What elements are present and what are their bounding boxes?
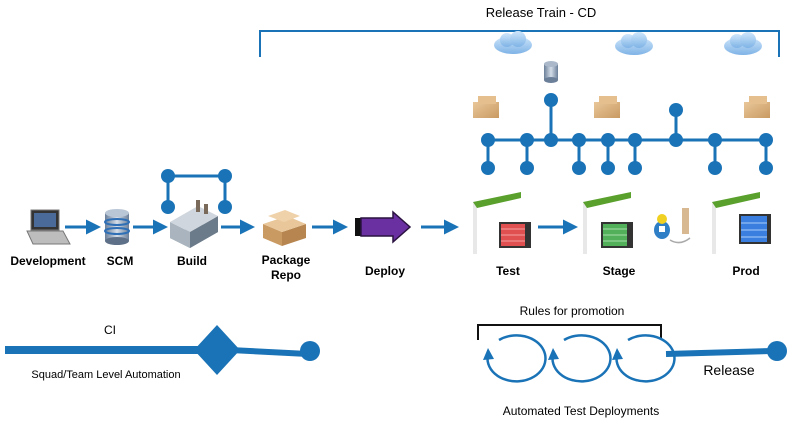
ci-label: CI: [104, 323, 116, 337]
package-repo-icon: [263, 210, 306, 246]
release-label: Release: [703, 362, 755, 378]
label-stage: Stage: [602, 264, 636, 278]
cloud-icon: [615, 32, 653, 55]
cloud-icon: [724, 32, 762, 55]
cycle-icon: [483, 334, 547, 383]
database-icon: [104, 209, 130, 245]
environment-prod-icon: [712, 192, 771, 254]
rules-label: Rules for promotion: [519, 304, 625, 318]
label-build: Build: [177, 254, 207, 268]
label-development: Development: [10, 254, 86, 268]
environment-test-icon: [473, 192, 531, 254]
release-train-title: Release Train - CD: [485, 5, 597, 20]
database-icon: [544, 61, 558, 83]
label-deploy: Deploy: [364, 264, 406, 278]
label-prod: Prod: [732, 264, 760, 278]
ci-bar: [5, 325, 320, 375]
release-train-bracket: [259, 30, 780, 57]
package-icon: [744, 96, 770, 118]
promotion-rules-bracket: [477, 324, 662, 340]
environment-stage-icon: [583, 192, 633, 254]
cycle-icon: [548, 334, 612, 383]
label-package: Package: [261, 253, 311, 267]
cycle-icon: [612, 334, 676, 383]
label-repo: Repo: [271, 268, 301, 282]
ci-caption: Squad/Team Level Automation: [31, 369, 181, 381]
label-test: Test: [496, 264, 520, 278]
release-network-nodes: [481, 93, 773, 175]
label-scm: SCM: [106, 254, 134, 268]
robot-icon: [654, 208, 691, 244]
factory-icon: [170, 200, 218, 248]
laptop-icon: [26, 209, 71, 245]
cloud-icon: [494, 31, 532, 54]
build-network: [161, 169, 232, 214]
deploy-arrow-icon: [355, 210, 412, 244]
package-icon: [594, 96, 620, 118]
package-icon: [473, 96, 499, 118]
automated-test-caption: Automated Test Deployments: [502, 404, 660, 418]
release-bar: [665, 341, 787, 361]
